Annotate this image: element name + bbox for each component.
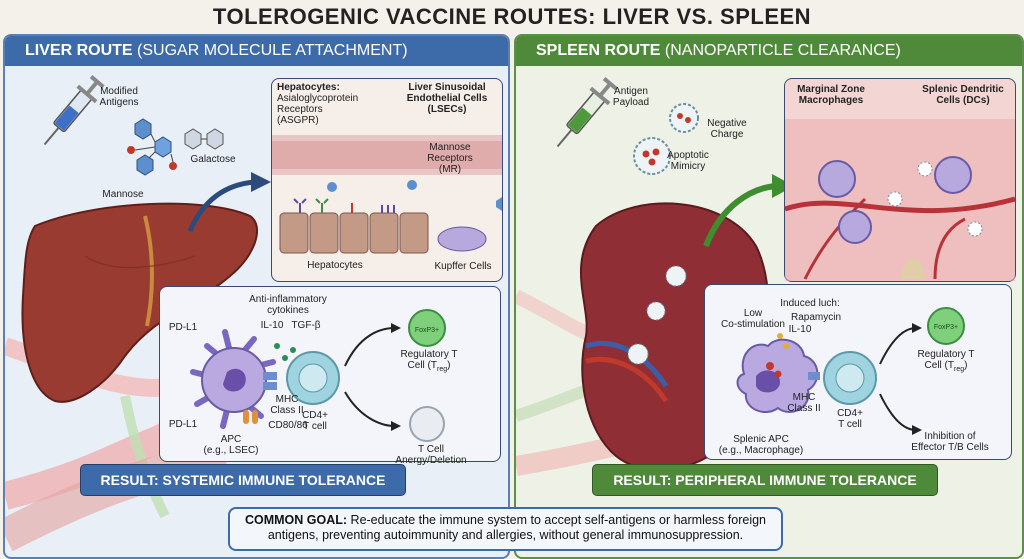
- spleen-cd4-label: CD4+ T cell: [837, 408, 863, 430]
- spleen-route-header: SPLEEN ROUTE (NANOPARTICLE CLEARANCE): [516, 36, 1022, 66]
- spleen-treg-sub: reg: [953, 366, 965, 373]
- rapamycin-label: Rapamycin: [790, 312, 842, 323]
- low-costimulation-label: Low Co-stimulation: [721, 308, 785, 330]
- liver-mhc-label: MHC Class II: [270, 394, 304, 416]
- hepatocytes-receptors-title: Hepatocytes:: [277, 82, 340, 93]
- splenic-dendritic-cells-label: Splenic Dendritic Cells (DCs): [922, 84, 1004, 106]
- sugar-molecules-icon: [127, 118, 224, 176]
- liver-route-subtitle: (SUGAR MOLECULE ATTACHMENT): [137, 42, 408, 59]
- spleen-cells-box: [784, 78, 1016, 282]
- spleen-syringe-icon: [556, 77, 618, 148]
- spleen-result-banner: RESULT: PERIPHERAL IMMUNE TOLERANCE: [592, 464, 938, 496]
- liver-route-panel: LIVER ROUTE (SUGAR MOLECULE ATTACHMENT): [3, 34, 510, 559]
- spleen-mhc-label: MHC Class II: [787, 392, 821, 414]
- galactose-label: Galactose: [190, 154, 236, 165]
- common-goal-text: Re-educate the immune system to accept s…: [267, 513, 767, 542]
- kupffer-cells-label: Kupffer Cells: [434, 261, 492, 272]
- liver-apc-tcell-illustration: [190, 309, 446, 442]
- common-goal-box: COMMON GOAL: Re-educate the immune syste…: [228, 507, 783, 551]
- anti-inflammatory-cytokines-label: Anti-inflammatory cytokines: [249, 294, 327, 316]
- page-title: TOLEROGENIC VACCINE ROUTES: LIVER VS. SP…: [212, 4, 812, 29]
- liver-treg-text: Regulatory T Cell (T: [400, 349, 458, 371]
- marginal-zone-macrophages-label: Marginal Zone Macrophages: [797, 84, 865, 106]
- nanoparticles-icon: [633, 103, 699, 175]
- mannose-label: Mannose: [102, 189, 144, 200]
- liver-cd4-label: CD4+ T cell: [302, 410, 328, 432]
- liver-route-header: LIVER ROUTE (SUGAR MOLECULE ATTACHMENT): [5, 36, 508, 66]
- liver-result-banner: RESULT: SYSTEMIC IMMUNE TOLERANCE: [80, 464, 406, 496]
- pd-l1-bottom-label: PD-L1: [168, 419, 198, 430]
- cd80-86-label: CD80/86: [268, 420, 308, 431]
- liver-treg-sub: reg: [436, 366, 448, 373]
- apoptotic-mimicry-label: Apoptotic Mimicry: [667, 150, 709, 172]
- liver-apc-label: APC (e.g., LSEC): [203, 434, 259, 456]
- negative-charge-label: Negative Charge: [707, 118, 747, 140]
- induced-label: Induced luch:: [780, 298, 840, 309]
- splenic-apc-label: Splenic APC (e.g., Macrophage): [718, 434, 804, 456]
- hepatocytes-label: Hepatocytes: [307, 260, 363, 271]
- liver-organ-illustration: [21, 202, 259, 403]
- tgf-beta-label: TGF-β: [291, 320, 321, 331]
- spleen-route-subtitle: (NANOPARTICLE CLEARANCE): [664, 42, 901, 59]
- liver-treg-label: Regulatory T Cell (Treg): [400, 349, 458, 373]
- pd-l1-top-label: PD-L1: [168, 322, 198, 333]
- liver-cells-box: [271, 78, 503, 282]
- liver-sinusoid-illustration: [272, 135, 502, 254]
- asgpr-label: Asialoglycoprotein Receptors (ASGPR): [277, 93, 359, 126]
- mannose-receptors-label: Mannose Receptors (MR): [427, 142, 473, 175]
- il10-label: IL-10: [260, 320, 284, 331]
- inhibition-label: Inhibition of Effector T/B Cells: [911, 431, 989, 453]
- liver-foxp3-label: FoxP3+: [414, 327, 440, 334]
- spleen-foxp3-label: FoxP3+: [933, 324, 959, 331]
- anergy-deletion-label: T Cell Anergy/Deletion: [395, 444, 467, 466]
- syringe-icon: [43, 75, 105, 146]
- lsec-label: Liver Sinusoidal Endothelial Cells (LSEC…: [406, 82, 488, 115]
- spleen-route-panel: SPLEEN ROUTE (NANOPARTICLE CLEARANCE) An…: [514, 34, 1024, 559]
- marginal-zone-illustration: [784, 119, 1016, 281]
- spleen-treg-label: Regulatory T Cell (Treg): [917, 349, 975, 373]
- common-goal-label: COMMON GOAL:: [244, 513, 348, 527]
- spleen-to-cells-arrow: [703, 174, 794, 248]
- spleen-il10-label: IL-10: [788, 324, 812, 335]
- antigen-payload-label: Antigen Payload: [612, 86, 650, 108]
- liver-to-cells-arrow: [187, 172, 271, 232]
- modified-antigens-label: Modified Antigens: [99, 86, 139, 108]
- spleen-apc-tcell-illustration: [736, 307, 965, 435]
- liver-route-title: LIVER ROUTE: [25, 42, 133, 59]
- spleen-treg-text: Regulatory T Cell (T: [917, 349, 975, 371]
- spleen-route-title: SPLEEN ROUTE: [536, 42, 661, 59]
